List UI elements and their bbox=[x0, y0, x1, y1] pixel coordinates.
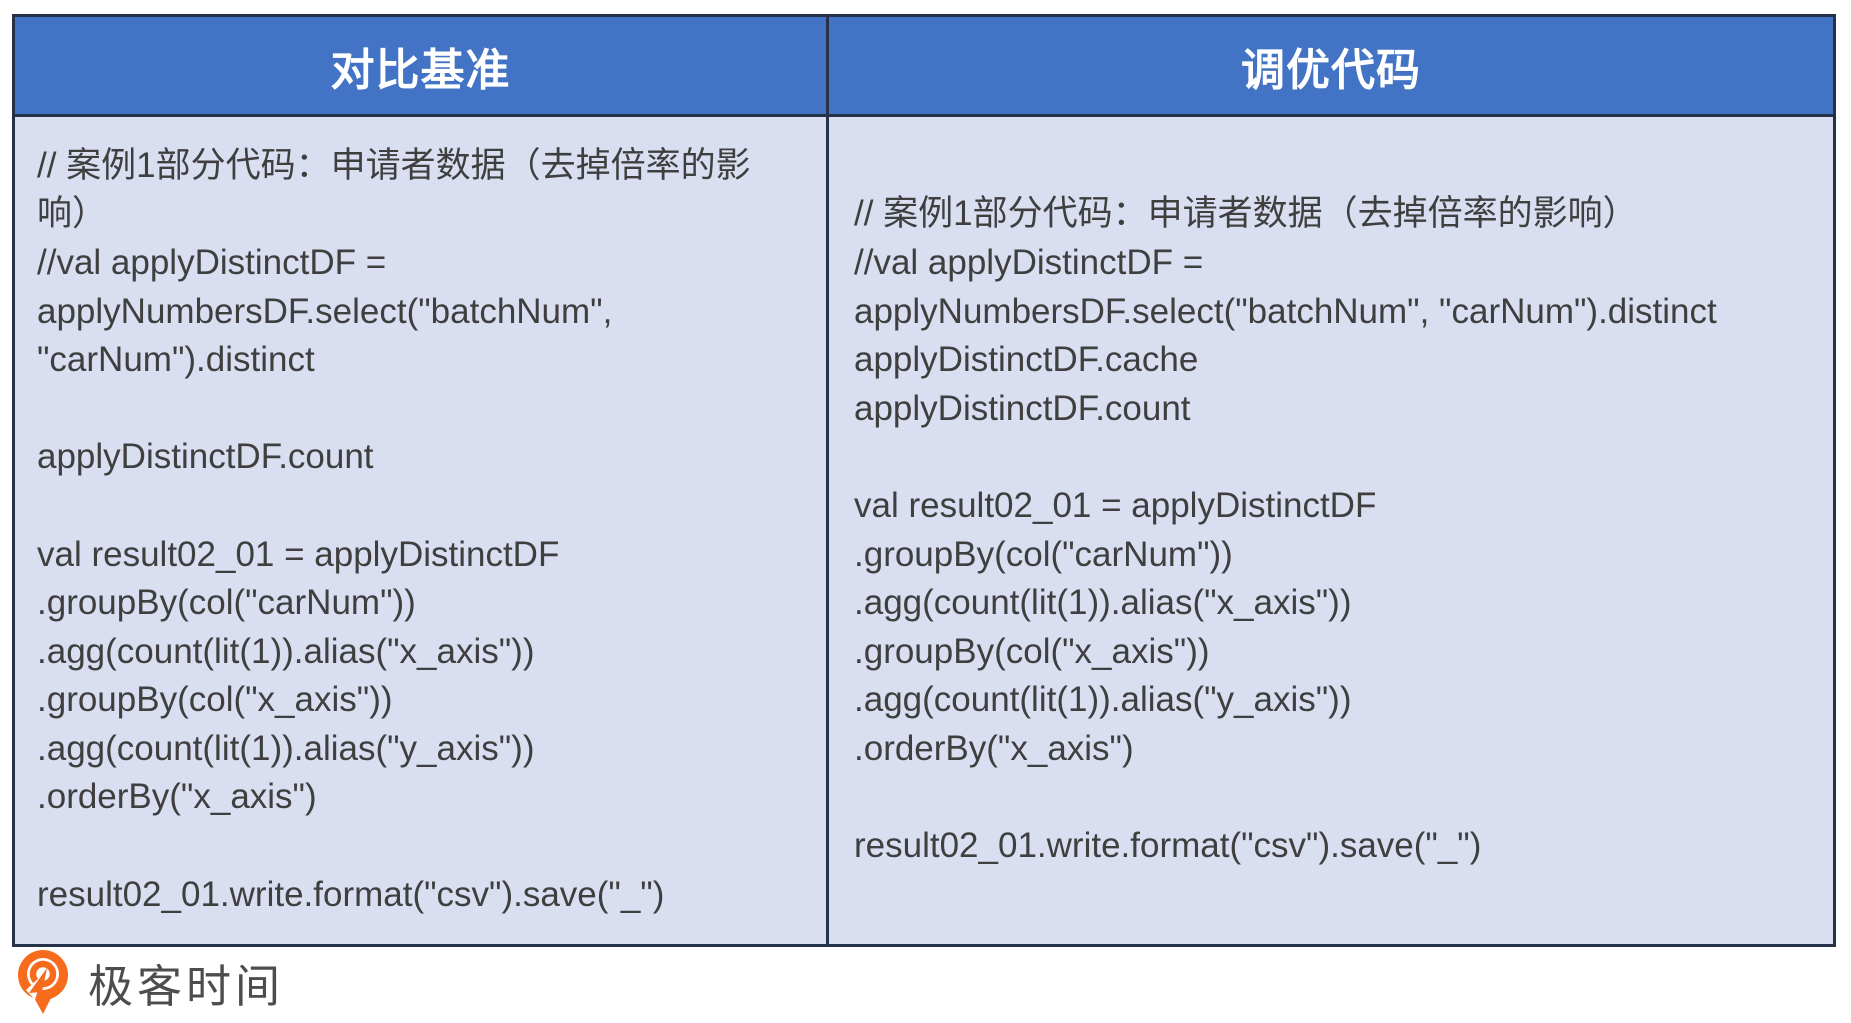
code-line: val result02_01 = applyDistinctDF bbox=[37, 534, 560, 574]
code-line: applyDistinctDF.count bbox=[37, 437, 374, 477]
code-line: applyDistinctDF.count bbox=[854, 388, 1191, 428]
comparison-table: 对比基准 调优代码 // 案例1部分代码：申请者数据（去掉倍率的影响） //val… bbox=[12, 14, 1836, 947]
code-line: .orderBy("x_axis") bbox=[37, 777, 317, 817]
column-header-baseline: 对比基准 bbox=[15, 17, 826, 117]
code-line bbox=[37, 385, 808, 434]
code-line: "carNum").distinct bbox=[37, 340, 315, 380]
code-line: .agg(count(lit(1)).alias("y_axis")) bbox=[37, 728, 535, 768]
code-line: .orderBy("x_axis") bbox=[854, 728, 1134, 768]
code-line bbox=[37, 482, 808, 531]
code-line: .groupBy(col("carNum")) bbox=[854, 534, 1233, 574]
code-line: //val applyDistinctDF = bbox=[854, 242, 1204, 282]
code-line: // 案例1部分代码：申请者数据（去掉倍率的影响） bbox=[854, 194, 1638, 234]
code-line bbox=[37, 822, 808, 871]
code-line: result02_01.write.format("csv").save("_"… bbox=[854, 826, 1482, 866]
code-line: applyNumbersDF.select("batchNum", "carNu… bbox=[854, 291, 1717, 331]
geektime-logo-text: 极客时间 bbox=[88, 960, 285, 1012]
geektime-logo-icon bbox=[18, 950, 68, 1014]
code-line: .groupBy(col("carNum")) bbox=[37, 583, 416, 623]
code-line: val result02_01 = applyDistinctDF bbox=[854, 485, 1377, 525]
code-line: applyDistinctDF.cache bbox=[854, 340, 1199, 380]
code-line bbox=[854, 773, 1815, 822]
baseline-code-cell: // 案例1部分代码：申请者数据（去掉倍率的影响） //val applyDist… bbox=[15, 117, 826, 944]
code-line: 响） bbox=[37, 194, 108, 234]
code-line: // 案例1部分代码：申请者数据（去掉倍率的影 bbox=[37, 145, 751, 185]
column-header-tuned: 调优代码 bbox=[826, 17, 1833, 117]
geektime-logo: 极客时间 bbox=[14, 948, 284, 1016]
code-line: .groupBy(col("x_axis")) bbox=[37, 680, 393, 720]
code-line: .agg(count(lit(1)).alias("y_axis")) bbox=[854, 680, 1352, 720]
code-line: .groupBy(col("x_axis")) bbox=[854, 631, 1210, 671]
code-line: applyNumbersDF.select("batchNum", bbox=[37, 291, 613, 331]
code-line: .agg(count(lit(1)).alias("x_axis")) bbox=[854, 583, 1352, 623]
tuned-code-cell: // 案例1部分代码：申请者数据（去掉倍率的影响） //val applyDist… bbox=[826, 117, 1833, 944]
code-line: result02_01.write.format("csv").save("_"… bbox=[37, 874, 665, 914]
code-line: .agg(count(lit(1)).alias("x_axis")) bbox=[37, 631, 535, 671]
code-line: //val applyDistinctDF = bbox=[37, 242, 387, 282]
code-line bbox=[854, 433, 1815, 482]
